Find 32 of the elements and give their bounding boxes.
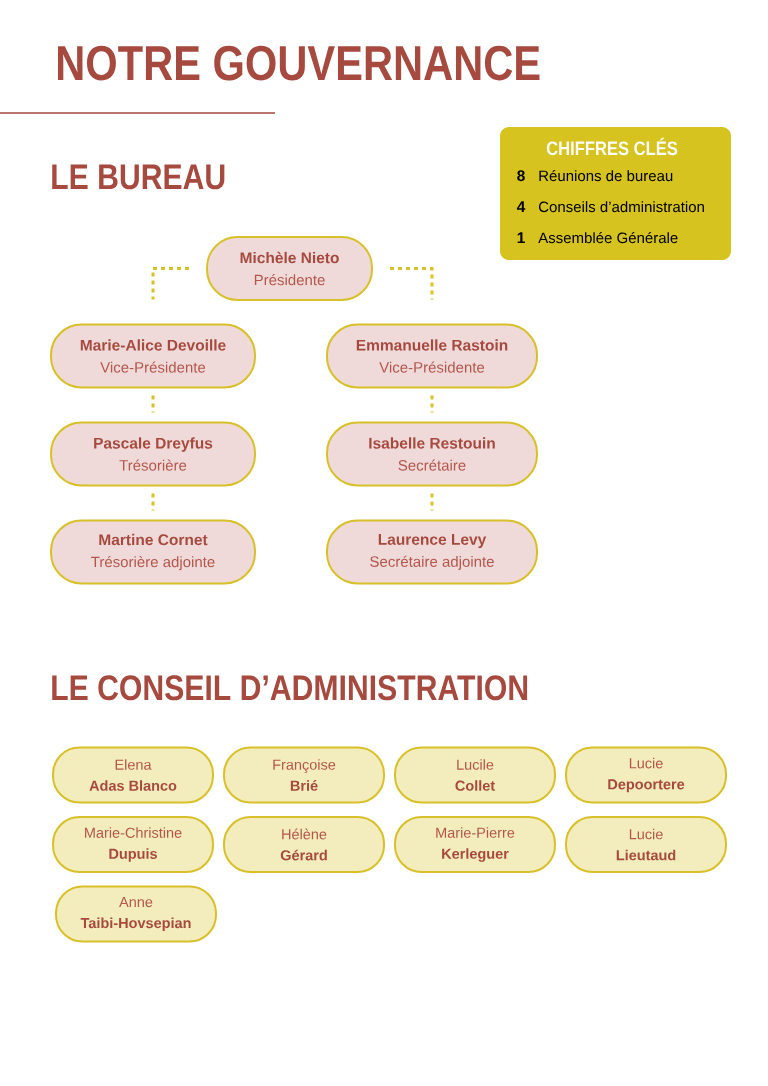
person-box: Marie-Alice Devoille Vice-Présidente [50,323,256,389]
figure-label: Conseils d’administration [539,201,704,213]
person-box: Laurence Levy Secrétaire adjointe [326,519,538,585]
person-box: Isabelle Restouin Secrétaire [326,421,538,487]
connector-line [151,493,155,511]
section-heading: LE BUREAU [52,164,225,190]
member-box: Anne Taibi-Hovsepian [55,885,217,943]
member-box: Lucie Depoortere [565,746,727,804]
member-box: Hélène Gérard [223,816,385,873]
person-box: Martine Cornet Trésorière adjointe [50,519,256,585]
connector-line [430,395,434,413]
member-box: Marie-Christine Dupuis [52,816,214,873]
figure-number: 1 [517,232,525,243]
person-box: Pascale Dreyfus Trésorière [50,421,256,487]
figure-label: Assemblée Générale [538,231,678,244]
figure-number: 4 [516,201,526,212]
member-box: Elena Adas Blanco [52,746,214,804]
figure-number: 8 [517,170,525,182]
member-box: Lucie Lieutaud [565,816,727,873]
connector-line [390,267,434,300]
connector-line [430,493,434,511]
title: NOTRE GOUVERNANCE [58,45,540,81]
person-box: Emmanuelle Rastoin Vice-Présidente [326,323,538,389]
member-box: Marie-Pierre Kerleguer [394,816,556,873]
member-box: Françoise Brié [223,746,385,804]
member-box: Lucile Collet [394,746,556,804]
connector-line [151,395,155,413]
section-heading: LE CONSEIL D’ADMINISTRATION [52,675,528,701]
connector-line [151,267,189,300]
person-box: Michèle Nieto Présidente [206,236,373,301]
figure-label: Réunions de bureau [539,169,673,182]
panel-heading: CHIFFRES CLÉS [546,137,678,156]
